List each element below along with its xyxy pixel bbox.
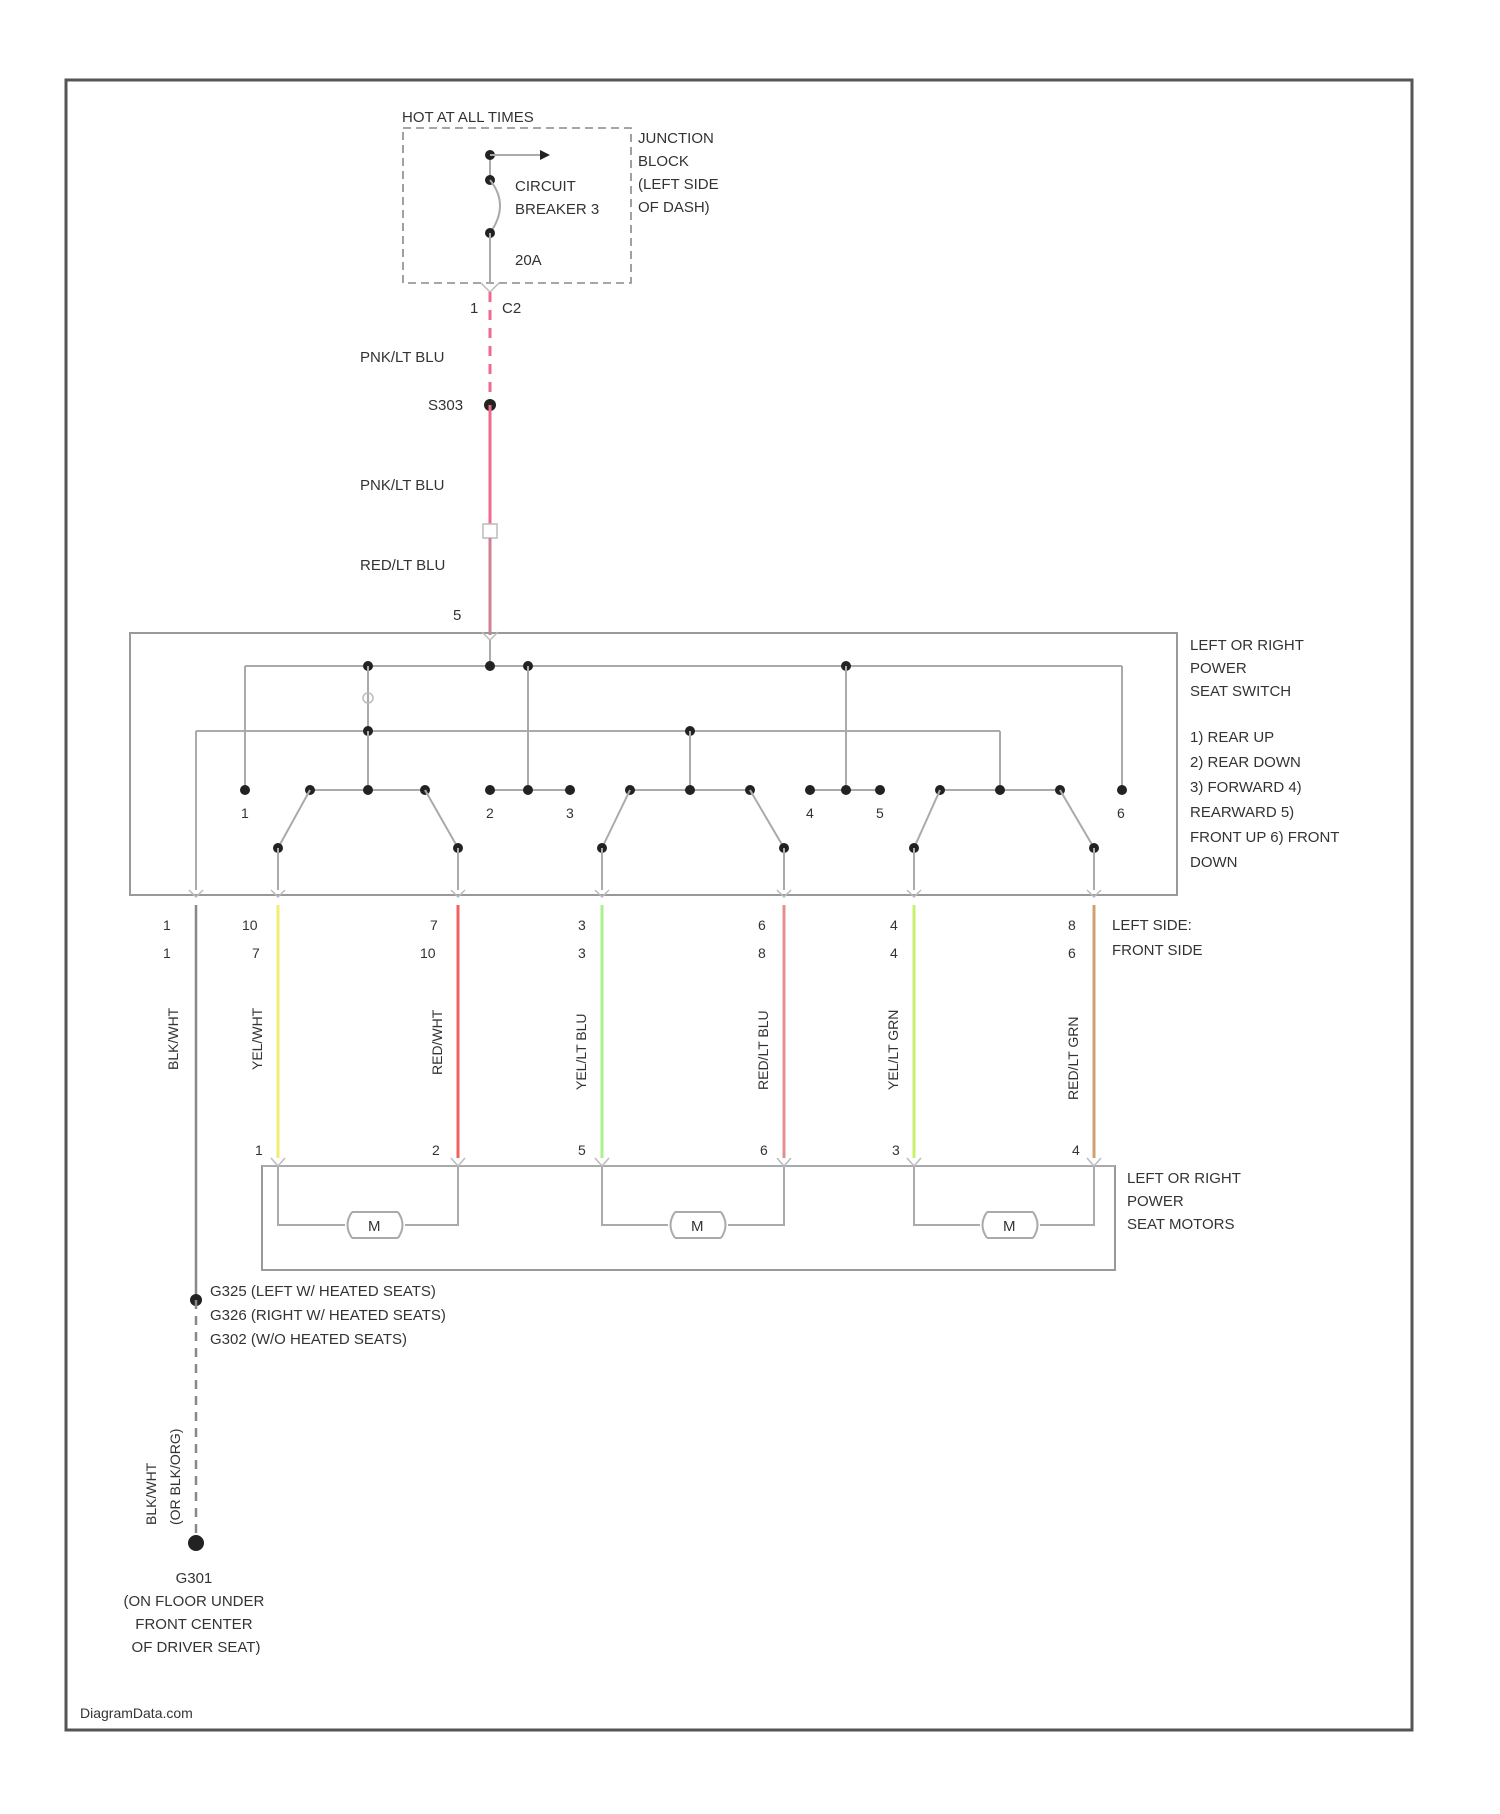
wire-label-yel-wht: YEL/WHT xyxy=(249,1007,265,1070)
harness-pin: 6 xyxy=(1068,945,1076,961)
seat-motors-label: LEFT OR RIGHT POWER SEAT MOTORS xyxy=(1127,1170,1245,1233)
harness-pin: 6 xyxy=(758,917,766,933)
watermark: DiagramData.com xyxy=(80,1705,193,1721)
ground-point-label: G301 (ON FLOOR UNDER FRONT CENTER OF DRI… xyxy=(123,1570,268,1656)
motor-pin: 1 xyxy=(255,1142,263,1158)
wire-label-red-lt-blu: RED/LT BLU xyxy=(755,1010,771,1090)
harness-pin: 4 xyxy=(890,945,898,961)
ground-wire-label: BLK/WHT xyxy=(143,1462,159,1525)
wire-label-red-wht: RED/WHT xyxy=(429,1009,445,1075)
switch-arm-rearward xyxy=(750,790,784,848)
switch-position-num: 5 xyxy=(876,805,884,821)
junction-block: HOT AT ALL TIMES JUNCTION BLOCK (LEFT SI… xyxy=(402,109,723,317)
harness-pin: 8 xyxy=(758,945,766,961)
wire-label-yel-lt-grn: YEL/LT GRN xyxy=(885,1010,901,1090)
switch-arm-rear-down xyxy=(425,790,458,848)
diagram-frame xyxy=(66,80,1412,1730)
switch-position-num: 4 xyxy=(806,805,814,821)
motor-1-circuit xyxy=(278,1166,458,1225)
harness-pin: 1 xyxy=(163,917,171,933)
switch-arm-front-down xyxy=(1060,790,1094,848)
motor-3-circuit xyxy=(914,1166,1094,1225)
harness-pin: 10 xyxy=(242,917,258,933)
switch-position-num: 2 xyxy=(486,805,494,821)
connector-c2-pin: 1 xyxy=(470,300,478,317)
switch-position-num: 6 xyxy=(1117,805,1125,821)
wire-label-red-lt-grn: RED/LT GRN xyxy=(1065,1017,1081,1101)
circuit-breaker-label: CIRCUIT BREAKER 3 xyxy=(515,178,599,218)
connector-c2-label: C2 xyxy=(502,300,521,317)
switch-positions-list: 1) REAR UP 2) REAR DOWN 3) FORWARD 4) RE… xyxy=(1190,729,1343,871)
switch-position-num: 1 xyxy=(241,805,249,821)
motor-2-symbol: M xyxy=(691,1218,704,1235)
motor-2-circuit xyxy=(602,1166,784,1225)
seat-motors-outline xyxy=(262,1166,1115,1270)
front-side-note: LEFT SIDE: FRONT SIDE xyxy=(1112,917,1203,959)
harness-pin: 7 xyxy=(430,917,438,933)
junction-block-label: JUNCTION BLOCK (LEFT SIDE OF DASH) xyxy=(638,130,723,216)
feed-wire: PNK/LT BLU S303 PNK/LT BLU RED/LT BLU 5 xyxy=(360,292,497,635)
harness-pin: 7 xyxy=(252,945,260,961)
circuit-breaker-rating: 20A xyxy=(515,252,542,269)
wire-pnk-lt-blu-1-label: PNK/LT BLU xyxy=(360,349,444,366)
harness-pin: 10 xyxy=(420,945,436,961)
hot-at-all-times-label: HOT AT ALL TIMES xyxy=(402,109,534,126)
harness-pin: 3 xyxy=(578,945,586,961)
switch-pin-5: 5 xyxy=(453,607,461,624)
switch-arm-forward xyxy=(602,790,630,848)
motor-pin: 6 xyxy=(760,1142,768,1158)
motor-pin: 4 xyxy=(1072,1142,1080,1158)
ground-splice-label: G325 (LEFT W/ HEATED SEATS) G326 (RIGHT … xyxy=(210,1283,450,1348)
switch-arm-rear-up xyxy=(278,790,310,848)
splice-s303-label: S303 xyxy=(428,397,463,414)
switch-position-num: 3 xyxy=(566,805,574,821)
connector-c2-icon xyxy=(481,283,499,292)
motor-pin: 2 xyxy=(432,1142,440,1158)
motor-pin: 5 xyxy=(578,1142,586,1158)
motor-pin: 3 xyxy=(892,1142,900,1158)
wire-label-yel-lt-blu: YEL/LT BLU xyxy=(573,1013,589,1090)
inline-connector-icon xyxy=(483,524,497,538)
wire-label-blk-wht: BLK/WHT xyxy=(165,1007,181,1070)
seat-switch-outline xyxy=(130,633,1177,895)
motor-1-symbol: M xyxy=(368,1218,381,1235)
wire-red-lt-blu-label: RED/LT BLU xyxy=(360,557,445,574)
circuit-breaker-icon xyxy=(490,180,500,233)
ground-wire-label-alt: (OR BLK/ORG) xyxy=(167,1429,183,1525)
seat-switch: LEFT OR RIGHT POWER SEAT SWITCH 1) REAR … xyxy=(130,632,1343,897)
harness-pin: 1 xyxy=(163,945,171,961)
harness-pin: 4 xyxy=(890,917,898,933)
ground-point-icon xyxy=(188,1535,204,1551)
wire-pnk-lt-blu-2-label: PNK/LT BLU xyxy=(360,477,444,494)
switch-arm-front-up xyxy=(914,790,940,848)
ground-circuit: G325 (LEFT W/ HEATED SEATS) G326 (RIGHT … xyxy=(123,1283,450,1656)
harness: 1 1 10 7 7 10 3 3 6 8 4 4 8 6 BLK/WHT YE… xyxy=(163,905,1203,1300)
harness-pin: 8 xyxy=(1068,917,1076,933)
seat-motors: LEFT OR RIGHT POWER SEAT MOTORS 1 2 5 6 … xyxy=(255,1142,1245,1270)
seat-switch-label: LEFT OR RIGHT POWER SEAT SWITCH xyxy=(1190,637,1308,700)
harness-pin: 3 xyxy=(578,917,586,933)
motor-3-symbol: M xyxy=(1003,1218,1016,1235)
